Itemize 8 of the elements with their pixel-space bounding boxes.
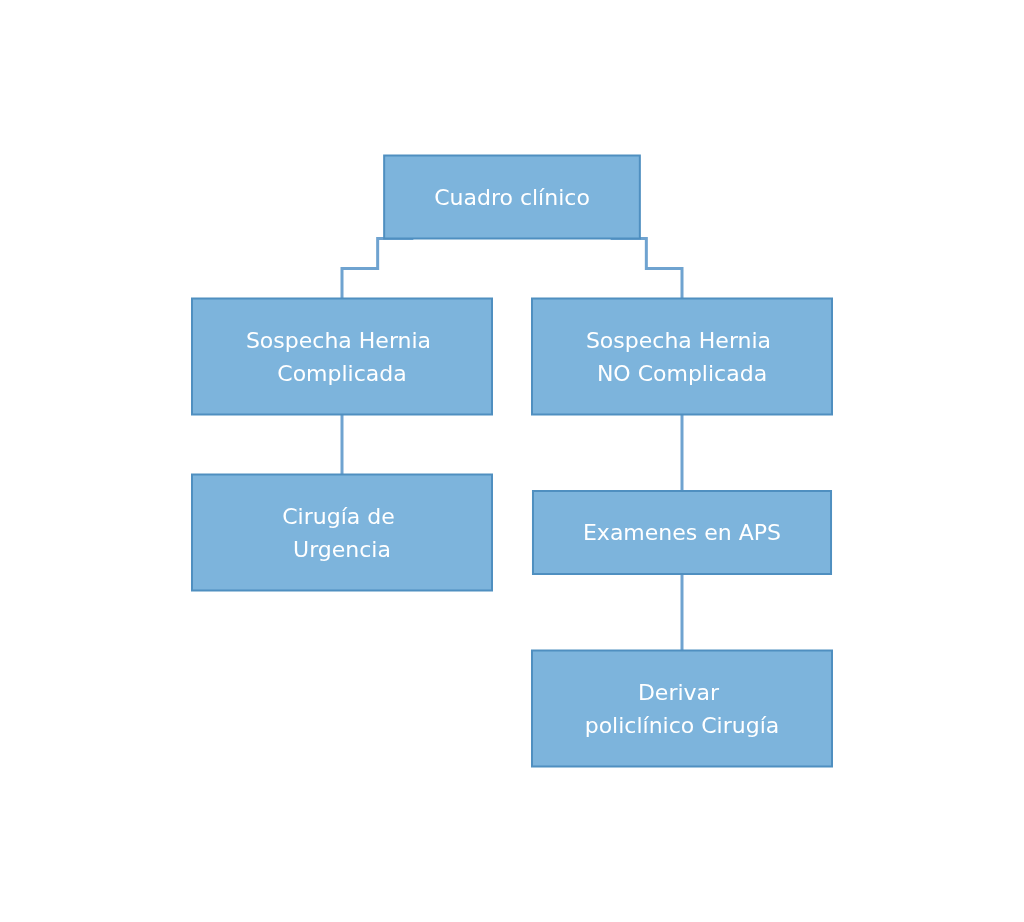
node-box: Cirugía de Urgencia: [191, 473, 493, 592]
node-box: Sospecha Hernia NO Complicada: [531, 297, 833, 416]
connector: [340, 413, 344, 476]
node-box: Derivar policlínico Cirugía: [531, 649, 833, 768]
connector: [680, 413, 684, 493]
node-box: Cuadro clínico: [383, 154, 641, 240]
node-box: Sospecha Hernia Complicada: [191, 297, 493, 416]
node-box: Examenes en APS: [531, 490, 833, 575]
